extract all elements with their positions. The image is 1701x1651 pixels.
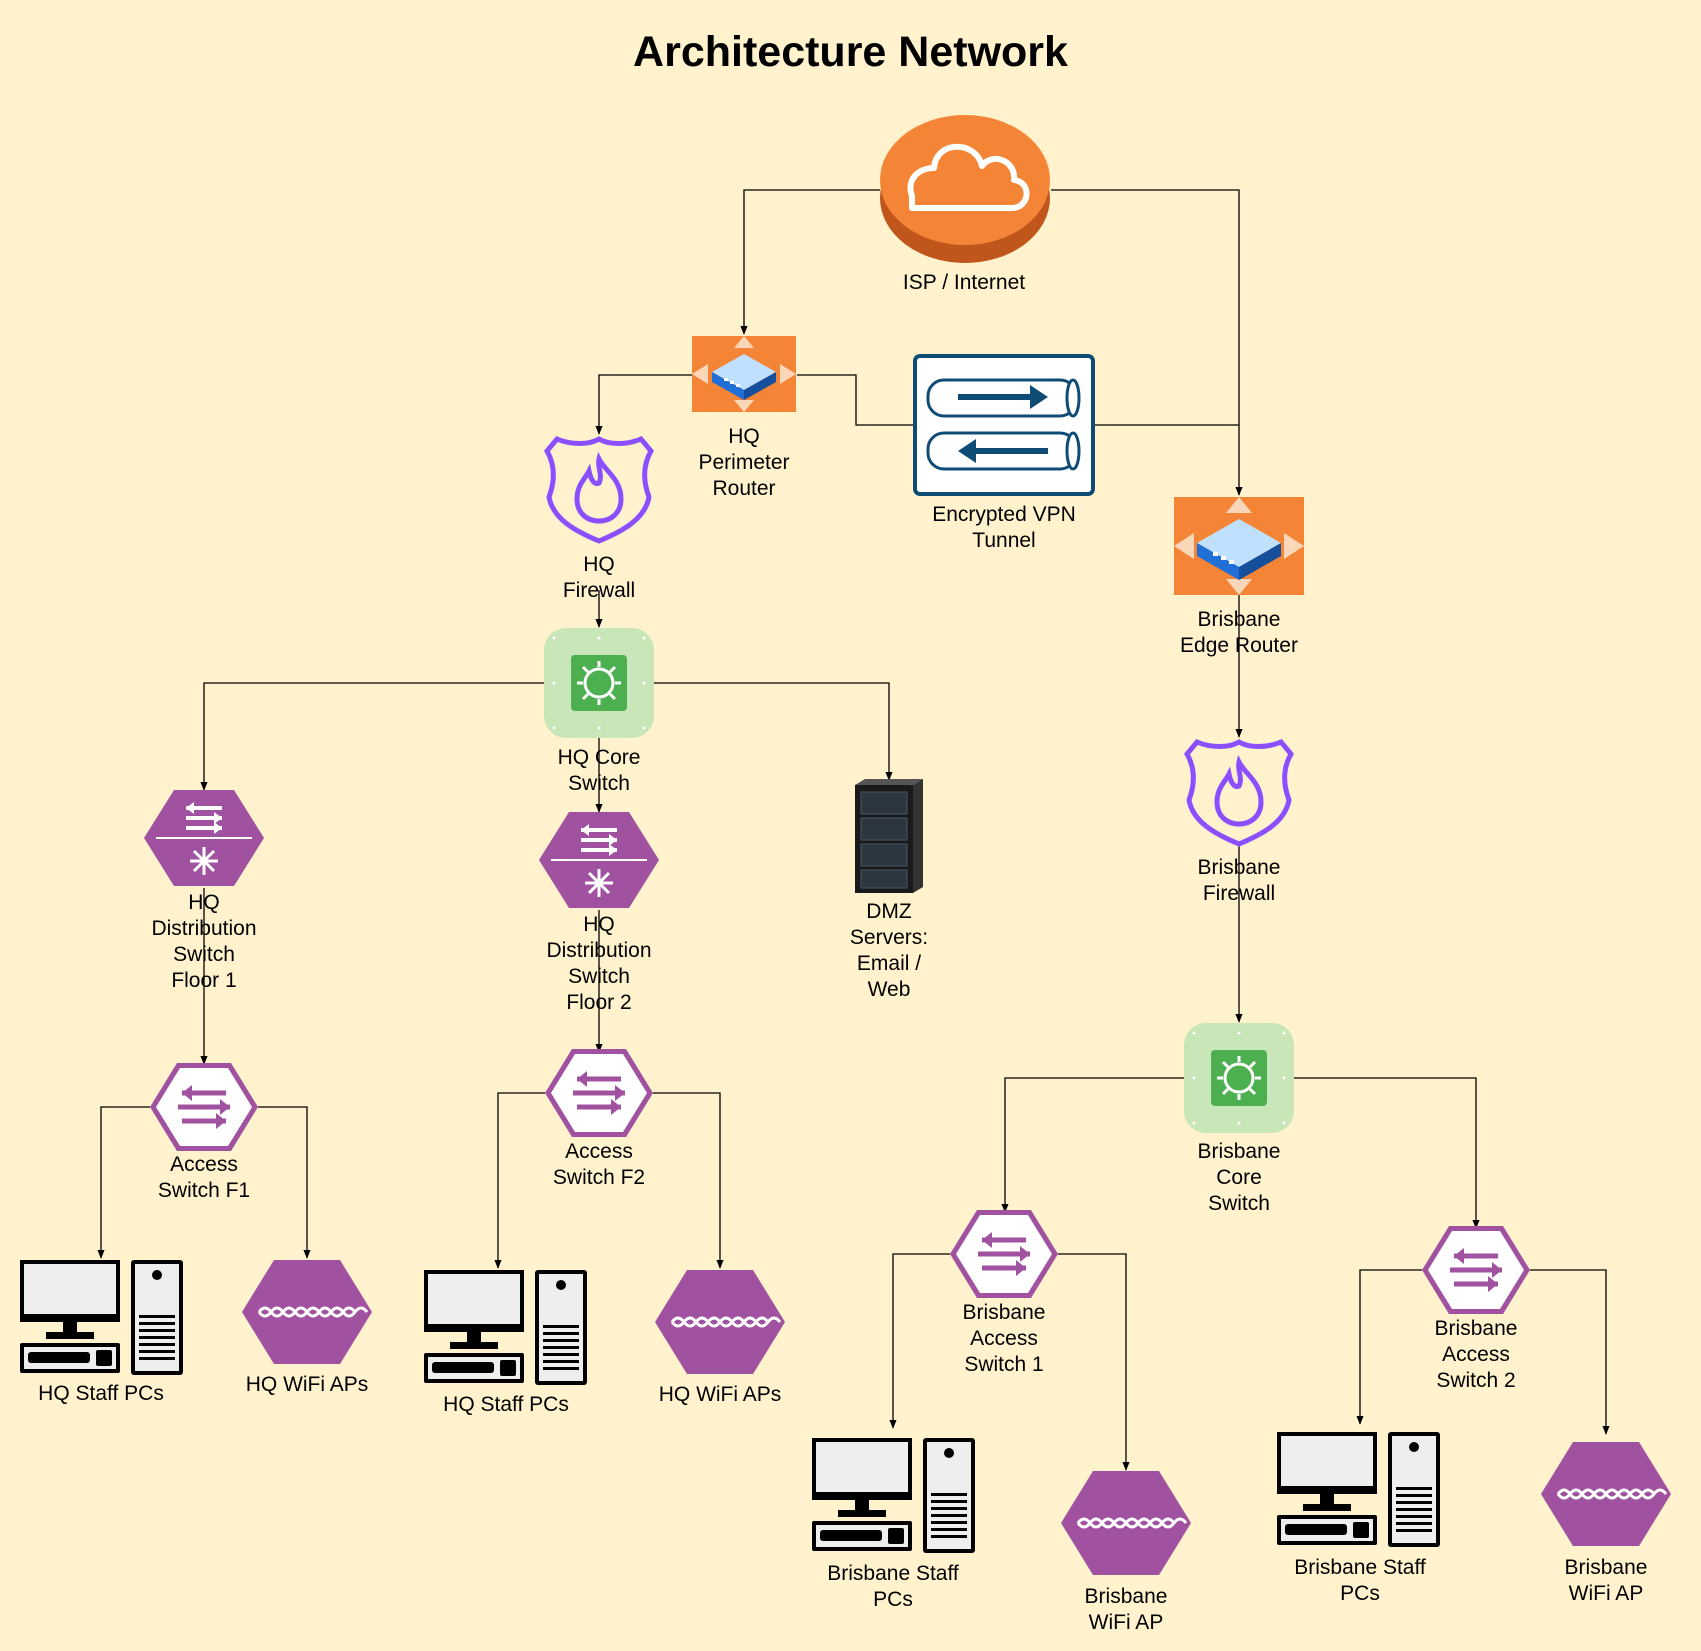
wifi-ap-icon <box>240 1258 374 1366</box>
hq-pcs1-label: HQ Staff PCs <box>38 1382 164 1405</box>
isp-label: ISP / Internet <box>902 271 1026 294</box>
distribution-switch-icon <box>142 788 266 888</box>
acc-f1-label: Access Switch F1 <box>157 1153 251 1202</box>
diagram-title: Architecture Network <box>633 28 1068 76</box>
link-bne-acc1-pcs <box>889 1253 950 1429</box>
link-router-vpn <box>797 374 915 426</box>
bne-acc1-label: Brisbane Access Switch 1 <box>962 1301 1046 1376</box>
link-core-dmz <box>654 682 893 781</box>
link-isp-hq-router <box>740 189 880 335</box>
wifi-ap-icon <box>1059 1469 1193 1577</box>
dmz-label: DMZ Servers: Email / Web <box>849 900 929 1001</box>
link-acc1-pcs <box>97 1106 150 1259</box>
cloud-icon <box>880 115 1050 263</box>
bne-acc2-label: Brisbane Access Switch 2 <box>1434 1317 1518 1392</box>
hq-router-label: HQ Perimeter Router <box>698 425 790 500</box>
link-bne-acc2-wifi <box>1530 1269 1610 1435</box>
link-isp-bne-router <box>1051 189 1243 496</box>
access-switch-icon <box>1422 1226 1530 1314</box>
link-acc2-wifi <box>653 1092 724 1269</box>
core-switch-icon <box>542 626 656 740</box>
link-bne-core-acc1 <box>1001 1077 1184 1213</box>
link-bne-acc2-pcs <box>1356 1269 1422 1425</box>
desktop-pc-icon <box>1277 1432 1440 1547</box>
bne-firewall-label: Brisbane Firewall <box>1197 856 1281 905</box>
desktop-pc-icon <box>20 1260 183 1375</box>
distribution-switch-icon <box>537 810 661 910</box>
connector-lines <box>97 189 1610 1471</box>
access-switch-icon <box>950 1210 1058 1298</box>
link-bne-core-acc2 <box>1294 1077 1480 1229</box>
hq-dist1-label: HQ Distribution Switch Floor 1 <box>151 891 257 992</box>
wifi-ap-icon <box>653 1268 787 1376</box>
hq-dist2-label: HQ Distribution Switch Floor 2 <box>546 913 652 1014</box>
firewall-icon <box>547 439 651 541</box>
bne-pcs2-label: Brisbane Staff PCs <box>1294 1556 1426 1605</box>
server-rack-icon <box>855 779 923 893</box>
link-bne-acc1-wifi <box>1058 1253 1130 1471</box>
hq-wifi2-label: HQ WiFi APs <box>658 1383 782 1406</box>
hq-core-label: HQ Core Switch <box>557 746 641 795</box>
bne-core-label: Brisbane Core Switch <box>1197 1140 1281 1215</box>
link-acc1-wifi <box>258 1106 311 1259</box>
access-switch-icon <box>545 1049 653 1137</box>
bne-wifi1-label: Brisbane WiFi AP <box>1084 1585 1168 1634</box>
desktop-pc-icon <box>424 1270 587 1385</box>
link-acc2-pcs <box>494 1092 545 1269</box>
desktop-pc-icon <box>812 1438 975 1553</box>
wifi-ap-icon <box>1539 1440 1673 1548</box>
link-core-dist1 <box>200 682 544 791</box>
bne-wifi2-label: Brisbane WiFi AP <box>1564 1556 1648 1605</box>
bne-pcs1-label: Brisbane Staff PCs <box>827 1562 959 1611</box>
acc-f2-label: Access Switch F2 <box>552 1140 646 1189</box>
hq-firewall-label: HQ Firewall <box>562 553 636 602</box>
router-icon <box>692 336 796 412</box>
vpn-label: Encrypted VPN Tunnel <box>932 503 1076 552</box>
hq-wifi1-label: HQ WiFi APs <box>245 1373 369 1396</box>
core-switch-icon <box>1182 1021 1296 1135</box>
access-switch-icon <box>150 1063 258 1151</box>
bne-router-label: Brisbane Edge Router <box>1180 608 1298 657</box>
vpn-tunnel-icon <box>913 354 1095 496</box>
link-router-firewall <box>595 374 692 435</box>
firewall-icon <box>1187 742 1291 844</box>
router-icon <box>1174 497 1304 595</box>
hq-pcs2-label: HQ Staff PCs <box>443 1393 569 1416</box>
